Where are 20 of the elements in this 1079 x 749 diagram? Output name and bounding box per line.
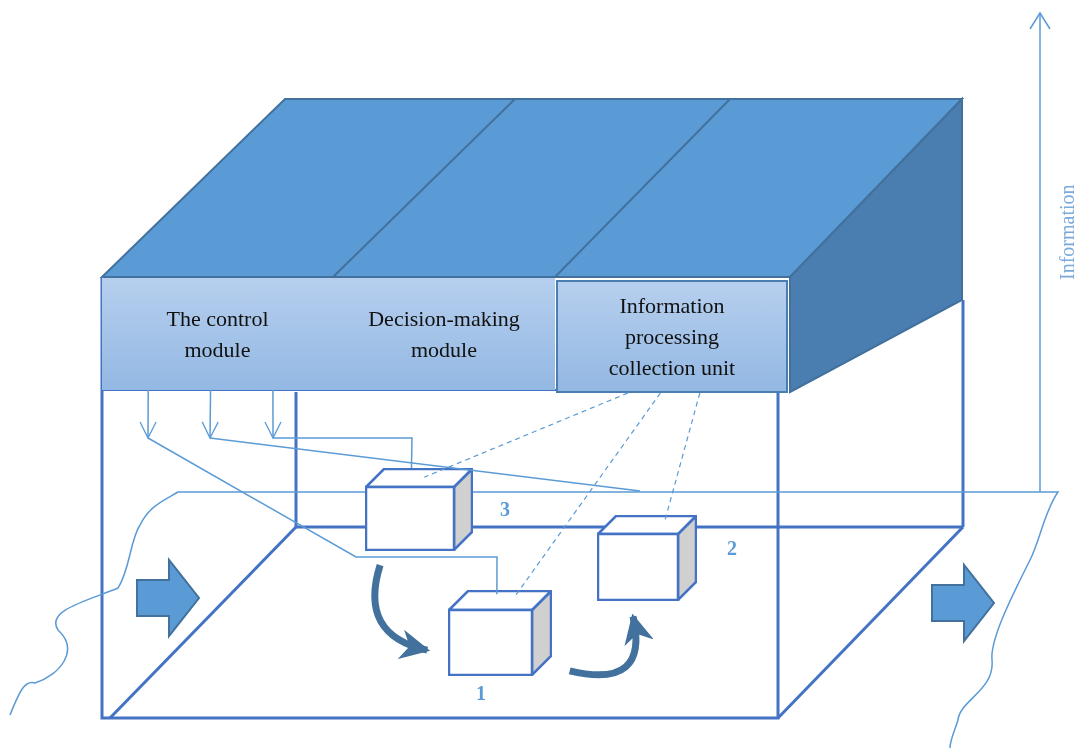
callout-number: 2 <box>727 537 737 559</box>
curved-arrow <box>569 613 653 679</box>
module-panel <box>556 280 788 393</box>
curved-arrow <box>371 564 431 658</box>
dashed-line <box>664 392 701 521</box>
dashed-line <box>513 392 661 598</box>
arrow <box>264 389 282 439</box>
dashed-line <box>423 392 629 478</box>
module-panel <box>333 278 555 390</box>
arrow <box>201 389 219 439</box>
module-label: Decision-making module <box>367 305 521 364</box>
connector-line <box>272 437 413 469</box>
callout-number: 1 <box>476 682 486 704</box>
module-label: Information processing collection unit <box>607 292 737 382</box>
module-panel <box>102 278 333 390</box>
connector-line <box>147 437 498 596</box>
arrow <box>139 389 157 439</box>
axis-label: Information <box>1056 184 1079 280</box>
callout-number: 3 <box>500 498 510 520</box>
module-label: The control module <box>165 305 270 364</box>
